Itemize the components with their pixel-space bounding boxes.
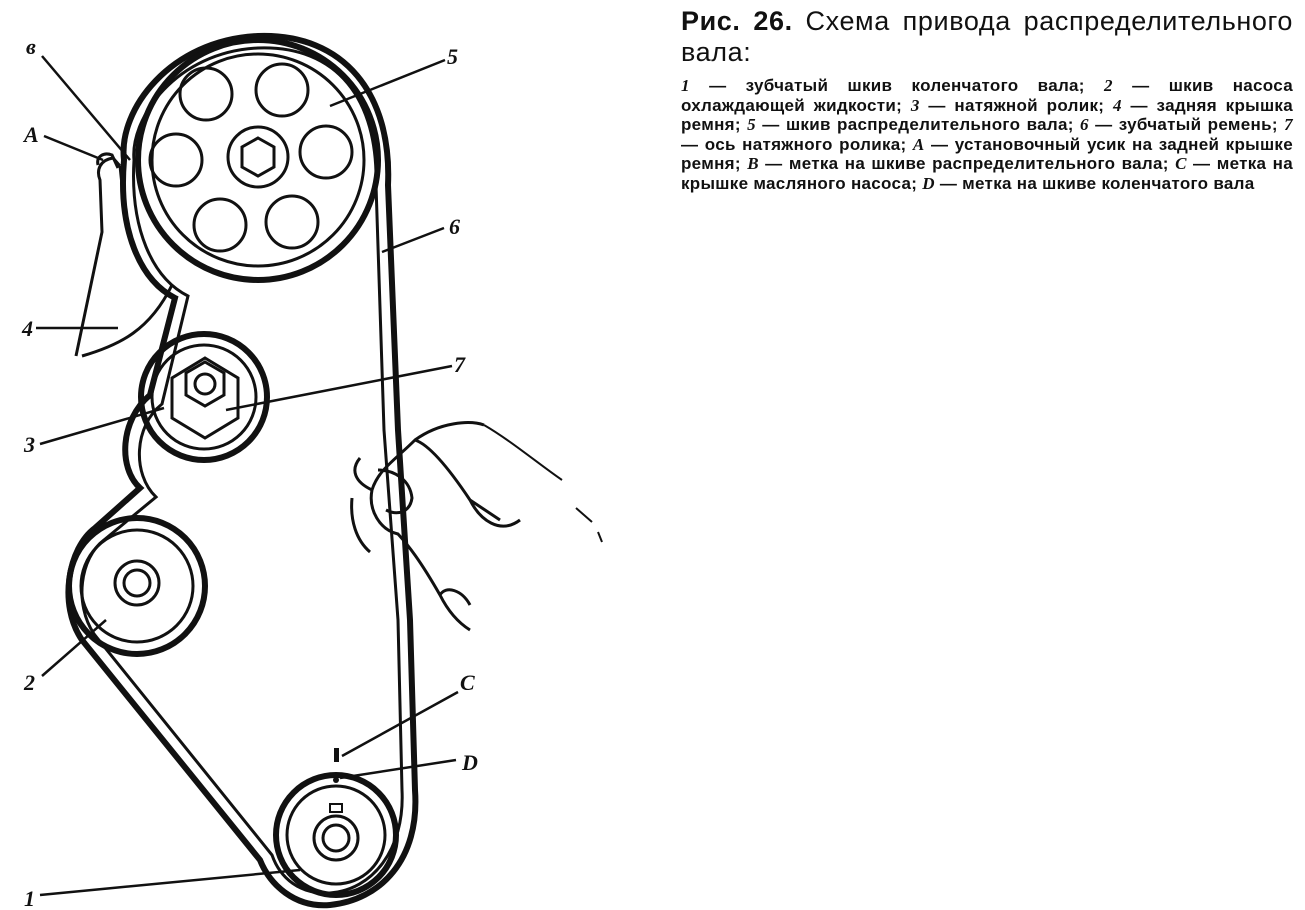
hand-illustration — [350, 421, 521, 632]
figure-title: Схема привода распределительного вала: — [681, 6, 1293, 67]
label-c: C — [460, 670, 475, 695]
legend-text: зубчатый шкив коленчатого вала; — [745, 76, 1085, 95]
figure-caption: Рис. 26. Схема привода распределительног… — [681, 6, 1293, 193]
legend-key: C — [1175, 154, 1187, 173]
figure-legend: 1 — зубчатый шкив коленчатого вала; 2 — … — [681, 76, 1293, 193]
label-a: A — [22, 122, 39, 147]
legend-text: шкив распределительного вала; — [785, 115, 1074, 134]
legend-key: 4 — [1112, 95, 1122, 115]
camshaft-pulley — [135, 37, 381, 283]
label-7: 7 — [454, 352, 466, 377]
label-1: 1 — [24, 886, 35, 910]
label-b: в — [26, 34, 36, 59]
label-2: 2 — [23, 670, 35, 695]
legend-text: зубчатый ремень; — [1118, 115, 1278, 134]
legend-text: задняя крышка ремня; — [681, 95, 1293, 135]
legend-key: 1 — [681, 76, 690, 95]
legend-text: натяжной ролик; — [954, 95, 1105, 115]
legend-text: установочный усик на задней крышке ремня… — [681, 134, 1293, 174]
label-6: 6 — [449, 214, 460, 239]
crankshaft-pulley — [273, 772, 399, 898]
oil-pump-cover-mark — [334, 748, 339, 762]
tensioner-roller — [138, 331, 270, 463]
crank-pulley-mark — [333, 777, 339, 783]
legend-key: 2 — [1104, 76, 1113, 95]
legend-key: A — [912, 134, 925, 154]
legend-text: ось натяжного ролика; — [704, 134, 907, 154]
timing-belt-outer — [65, 32, 419, 909]
hand-sleeve-edge — [483, 424, 603, 543]
legend-text: метка на шкиве распределительного вала; — [788, 154, 1169, 173]
legend-key: B — [747, 154, 759, 173]
legend-key: 6 — [1080, 115, 1089, 134]
legend-key: D — [922, 173, 935, 193]
leader-lines — [36, 55, 459, 897]
label-5: 5 — [447, 44, 458, 69]
label-d: D — [461, 750, 478, 775]
legend-key: 3 — [910, 95, 920, 115]
label-3: 3 — [23, 432, 35, 457]
timing-belt-diagram: в A 5 6 4 7 3 2 C D 1 — [21, 32, 603, 910]
legend-text: шкив насоса охлаждающей жидкости; — [681, 76, 1293, 115]
coolant-pump-pulley — [66, 515, 208, 657]
legend-text: метка на крышке масляного насоса; — [681, 154, 1293, 193]
label-4: 4 — [21, 316, 33, 341]
legend-text: метка на шкиве коленчатого вала — [962, 173, 1255, 193]
legend-key: 7 — [1284, 115, 1293, 134]
figure-number: Рис. 26. — [681, 6, 793, 36]
caption-title-block: Рис. 26. Схема привода распределительног… — [681, 6, 1293, 68]
rear-cover-tab — [96, 152, 120, 169]
legend-key: 5 — [747, 115, 756, 134]
